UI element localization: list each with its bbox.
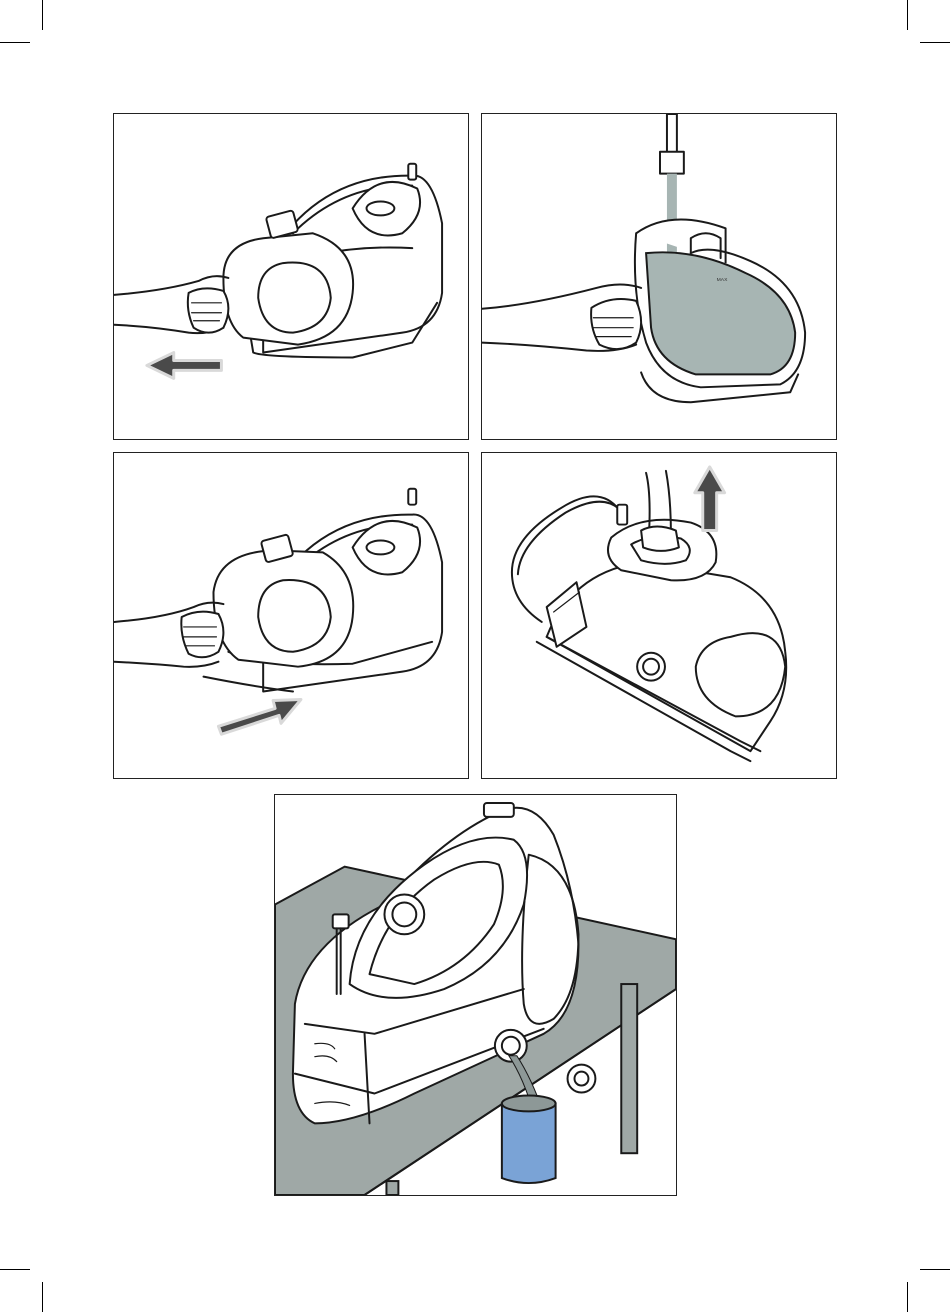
drain-boiler-illustration — [275, 795, 676, 1195]
hand — [114, 603, 223, 667]
fill-tank-illustration: MAX — [482, 114, 836, 439]
lift-iron-illustration — [482, 453, 836, 778]
crop-mark-top-left-v — [42, 0, 43, 30]
crop-mark-bottom-left-h — [0, 1269, 30, 1270]
max-marking: MAX — [717, 277, 728, 283]
figure-remove-tank — [113, 113, 469, 440]
hand — [641, 471, 679, 551]
steam-station-body — [537, 562, 786, 761]
crop-mark-top-left-h — [0, 42, 30, 43]
water-tank — [213, 534, 353, 666]
crop-mark-bottom-right-v — [907, 1282, 908, 1312]
arrow-up-right-icon — [218, 699, 300, 734]
figure-drain-boiler — [274, 794, 677, 1196]
figure-lift-iron — [481, 452, 837, 779]
remove-tank-illustration — [114, 114, 468, 439]
hand — [114, 276, 228, 333]
crop-mark-top-right-v — [907, 0, 908, 30]
crop-mark-bottom-left-v — [42, 1282, 43, 1312]
insert-tank-illustration — [114, 453, 468, 778]
figure-insert-tank — [113, 452, 469, 779]
water-tank: MAX — [635, 219, 805, 402]
crop-mark-bottom-right-h — [920, 1269, 950, 1270]
drain-cap — [568, 1065, 596, 1093]
arrow-left-icon — [147, 353, 222, 379]
hand — [482, 284, 641, 350]
arrow-up-icon — [695, 467, 725, 531]
figure-fill-tank: MAX — [481, 113, 837, 440]
crop-mark-top-right-h — [920, 42, 950, 43]
water-container — [502, 1095, 556, 1183]
water-tank — [223, 210, 353, 344]
